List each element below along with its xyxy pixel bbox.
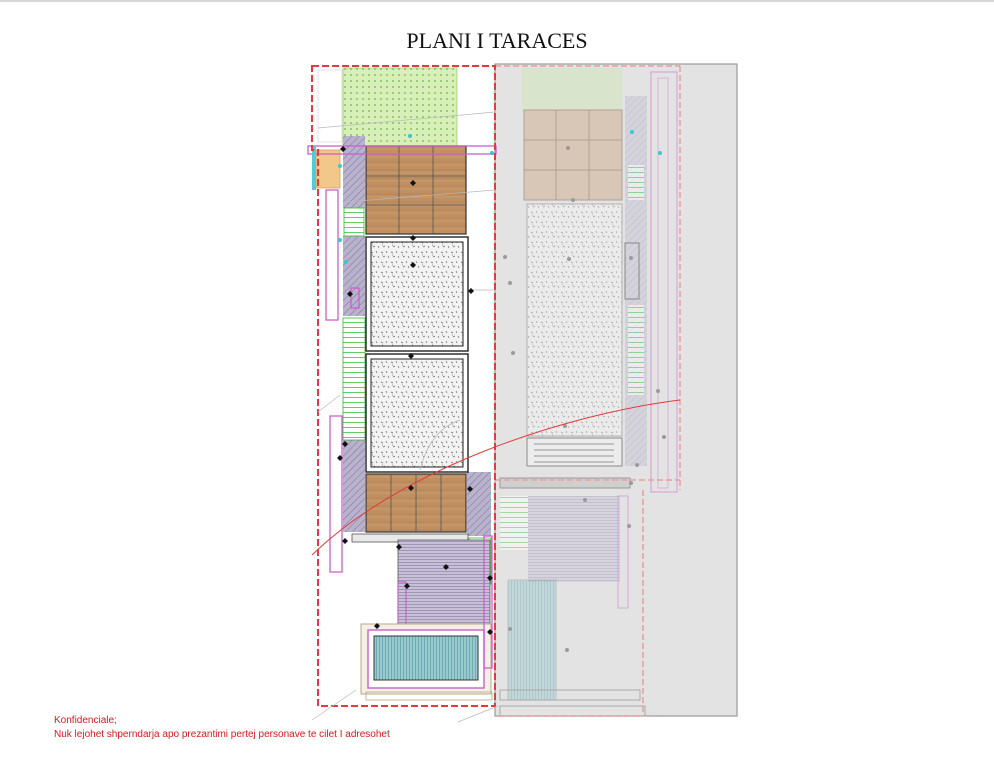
neighbour-plan-overlay: [494, 63, 738, 717]
top-border-line: [0, 0, 994, 2]
confidential-label: Konfidenciale;: [54, 715, 117, 726]
page-title: PLANI I TARACES: [406, 28, 588, 53]
distribution-notice: Nuk lejohet shperndarja apo prezantimi p…: [54, 729, 390, 740]
main-plan: [307, 65, 681, 723]
